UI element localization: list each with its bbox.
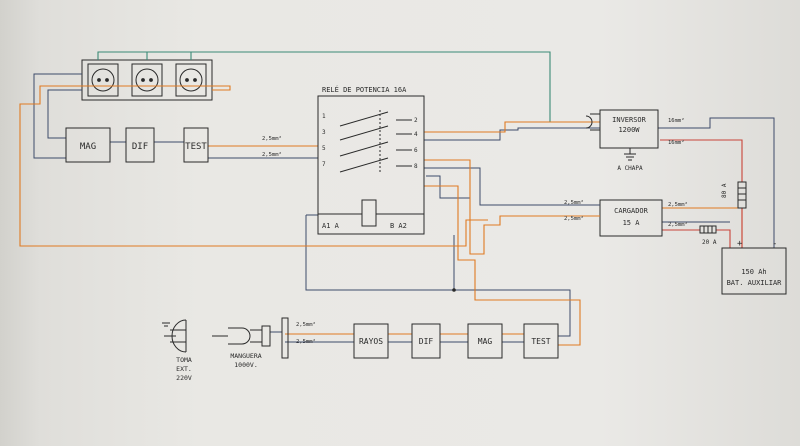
charger-box: [599, 199, 663, 237]
cable-label-charger-in-top: 2,5mm²: [564, 199, 584, 206]
hose-label-2: 1000V.: [234, 361, 257, 369]
relay-input-1: 1: [322, 113, 326, 120]
inverter-label-2: 1200W: [618, 126, 640, 134]
relay-input-5: 5: [322, 145, 326, 152]
relay-terminal-a2: B A2: [390, 222, 407, 230]
inlet-connector: [281, 317, 289, 359]
relay-contact-8: 8: [414, 163, 418, 170]
neutral-wires: [33, 73, 775, 343]
socket-strip: [81, 59, 213, 101]
relay-title: RELÉ DE POTENCIA 16A: [322, 85, 407, 94]
socket-1-icon: [87, 63, 119, 97]
relay-input-3: 3: [322, 129, 326, 136]
relay-contact-6: 6: [414, 147, 418, 154]
upper-dif-label: DIF: [132, 142, 148, 152]
lower-dif-box: [411, 323, 441, 359]
cable-label-inverter-bottom: 16mm²: [668, 139, 685, 146]
dc-positive-wires: [660, 139, 743, 248]
charger-label-1: CARGADOR: [614, 207, 649, 215]
upper-breakers: [65, 127, 209, 163]
fuse-20a-icon: [699, 225, 717, 234]
outlet-label-2: EXT.: [176, 365, 192, 373]
fuse-20a-label: 20 A: [702, 239, 717, 246]
lower-mag-label: MAG: [478, 337, 493, 346]
lower-rayos-label: RAYOS: [359, 337, 383, 346]
cable-label-relay-in-bottom: 2,5mm²: [262, 151, 282, 158]
outlet-label-3: 220V: [176, 374, 192, 382]
relay: [317, 95, 425, 235]
inverter-plug-icon: [585, 115, 593, 129]
junction-dot: [452, 288, 456, 292]
inverter-chassis-label: A CHAPA: [617, 165, 643, 172]
relay-terminal-a1: A1 A: [322, 222, 340, 230]
relay-input-7: 7: [322, 161, 326, 168]
battery-plus-label: +: [737, 239, 743, 249]
outlet-label-1: TOMA: [176, 356, 192, 364]
inverter: [585, 109, 659, 161]
lower-mag-box: [467, 323, 503, 359]
battery-label-1: 150 Ah: [741, 268, 766, 276]
upper-test-box: [183, 127, 209, 163]
cable-label-charger-out-bottom: 2,5mm²: [668, 221, 688, 228]
cable-label-inlet-top: 2,5mm²: [296, 321, 316, 328]
relay-contacts: [339, 110, 412, 173]
lower-rayos-box: [353, 323, 389, 359]
upper-mag-box: [65, 127, 111, 163]
cable-label-charger-in-bottom: 2,5mm²: [564, 215, 584, 222]
cable-label-relay-in-top: 2,5mm²: [262, 135, 282, 142]
lower-dif-label: DIF: [419, 337, 434, 346]
cable-label-charger-out-top: 2,5mm²: [668, 201, 688, 208]
hose-label-1: MANGUERA: [230, 352, 261, 360]
relay-frame: [317, 95, 425, 235]
hose-plug-icon: [212, 325, 271, 347]
relay-coil: [361, 199, 377, 227]
relay-contact-2: 2: [414, 117, 418, 124]
charger-label-2: 15 A: [623, 219, 641, 227]
phase-wires: [19, 85, 743, 346]
upper-mag-label: MAG: [80, 142, 96, 152]
inverter-label-1: INVERSOR: [612, 116, 647, 124]
upper-test-label: TEST: [185, 142, 207, 152]
lower-breakers: [353, 323, 559, 359]
battery-label-2: BAT. AUXILIAR: [727, 279, 783, 287]
socket-3-icon: [175, 63, 207, 97]
cable-label-inlet-bottom: 2,5mm²: [296, 338, 316, 345]
inverter-box: [599, 109, 659, 149]
fuse-80a-icon: [737, 181, 747, 209]
chassis-ground-icon: [624, 148, 636, 161]
cable-label-inverter-top: 16mm²: [668, 117, 685, 124]
relay-contact-4: 4: [414, 131, 418, 138]
lower-test-box: [523, 323, 559, 359]
battery: [721, 247, 787, 295]
fuse-80a-label: 80 A: [721, 183, 728, 198]
battery-box: [721, 247, 787, 295]
upper-dif-box: [125, 127, 155, 163]
external-inlet-icon: [162, 319, 187, 353]
socket-strip-frame: [81, 59, 213, 101]
lower-test-label: TEST: [531, 337, 550, 346]
socket-2-icon: [131, 63, 163, 97]
battery-minus-label: -: [772, 239, 777, 249]
